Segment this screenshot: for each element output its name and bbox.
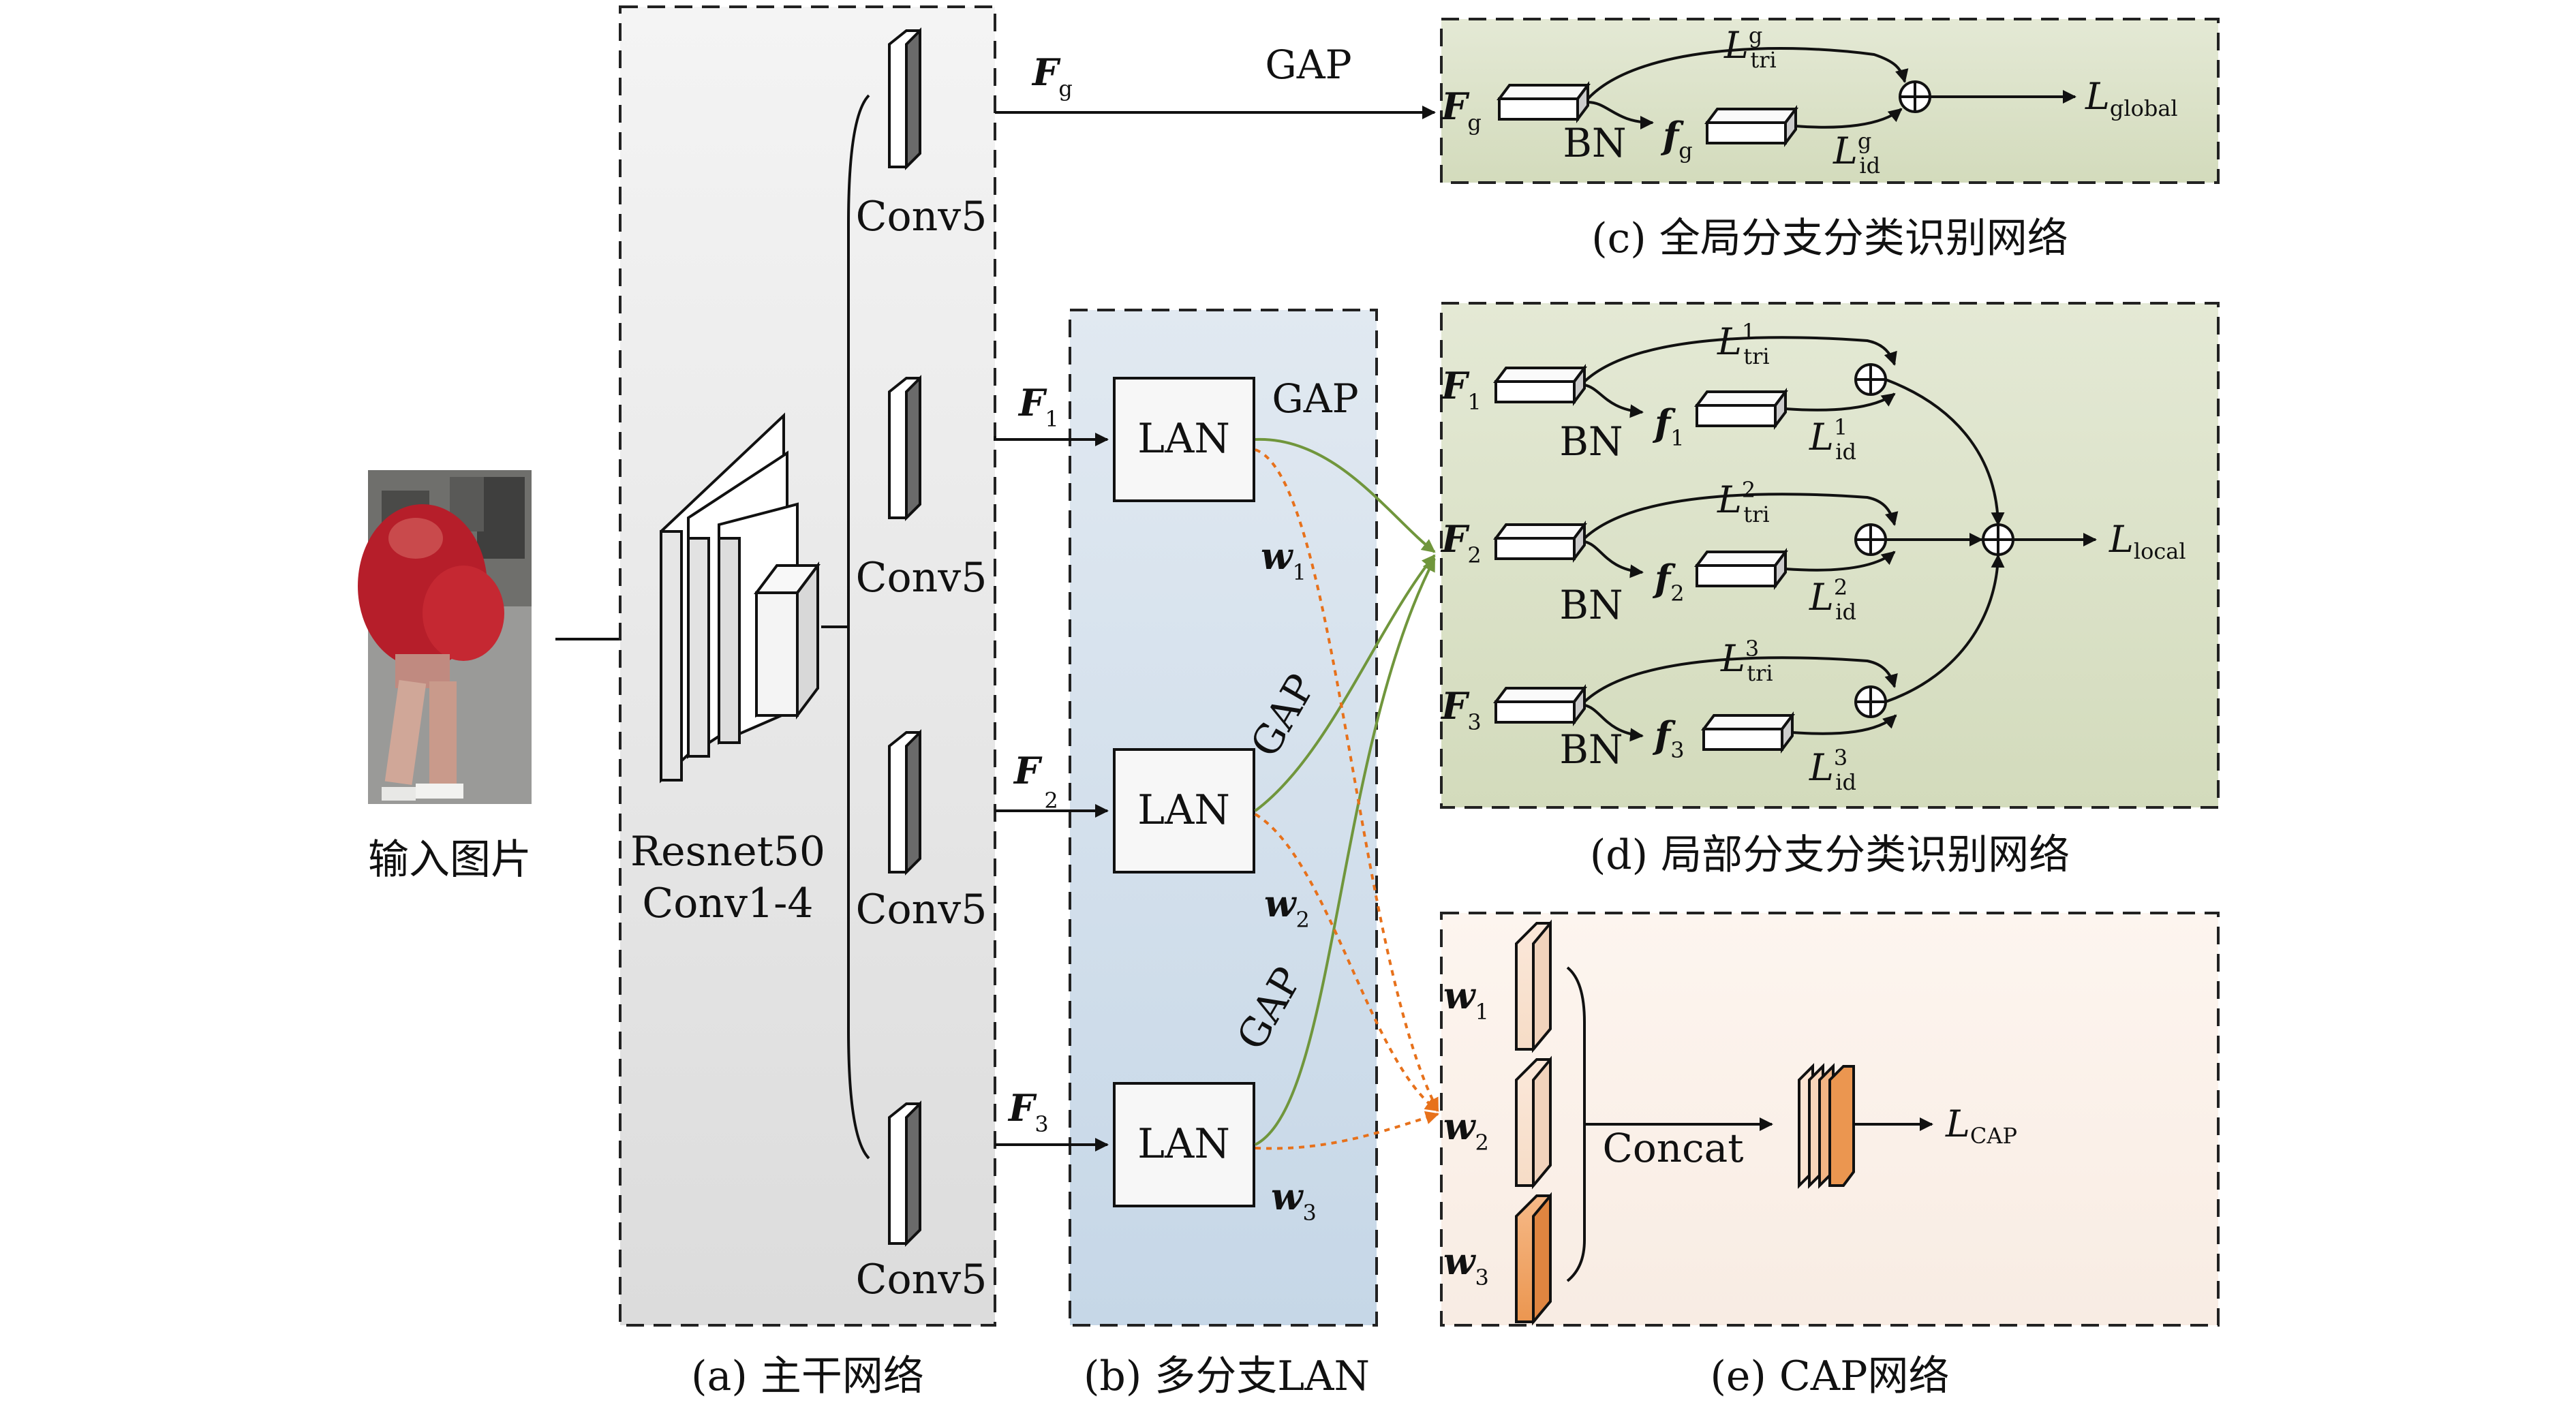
local-sum-icon-2 — [1854, 523, 1887, 556]
local-bn-arrow-1 — [1584, 384, 1644, 418]
global-bn-block — [1704, 105, 1798, 147]
resnet-label-1: Resnet50 — [630, 828, 825, 876]
local-bn-block-2 — [1694, 548, 1788, 590]
local-agg-sum-icon — [1982, 523, 2014, 556]
conv5-slab-g — [888, 27, 921, 170]
local-id-arrow-1 — [1785, 392, 1896, 412]
local-bn-arrow-3 — [1584, 704, 1644, 742]
global-sum-icon — [1899, 80, 1931, 113]
local-bn-label-2: BN — [1559, 582, 1623, 628]
local-f3-label: F3 — [1440, 684, 1482, 735]
conv5-label-3: Conv5 — [856, 1256, 987, 1303]
orange-arrow-3 — [1255, 1111, 1439, 1150]
local-agg-arrow-1 — [1885, 378, 2005, 526]
weight-w2-label: w2 — [1264, 882, 1310, 933]
conv5-label-2: Conv5 — [856, 886, 987, 933]
local-feature-block-3 — [1493, 684, 1587, 726]
local-sum-icon-1 — [1854, 363, 1887, 396]
local-f1-label: F1 — [1440, 364, 1482, 415]
cap-concat-brace — [1566, 966, 1586, 1282]
conv5-slab-1 — [888, 375, 921, 521]
local-tri-arrow-1 — [1583, 336, 1897, 383]
global-id-arrow — [1795, 108, 1903, 129]
lan-label-3: LAN — [1137, 1120, 1230, 1168]
conv5-slab-2 — [888, 729, 921, 876]
cap-loss-label: LCAP — [1945, 1102, 2017, 1149]
global-loss-label: Lglobal — [2085, 75, 2178, 121]
lan-caption: (b) 多分支LAN — [1084, 1352, 1370, 1400]
weight-w3-label: w3 — [1271, 1175, 1317, 1226]
local-net-caption: (d) 局部分支分类识别网络 — [1590, 831, 2070, 879]
orange-arrow-2 — [1254, 813, 1439, 1112]
global-bn-label: BN — [1563, 120, 1626, 166]
local-feature-block-1 — [1493, 364, 1587, 406]
local-bn-block-1 — [1694, 388, 1788, 430]
orange-arrow-1 — [1255, 448, 1439, 1112]
lan-label-2: LAN — [1137, 786, 1230, 834]
input-label: 输入图片 — [368, 836, 532, 884]
local-f2-label: F2 — [1440, 517, 1482, 568]
conv5-label-1: Conv5 — [856, 554, 987, 602]
feature-fg-label: Fg — [1031, 50, 1073, 102]
backbone-brace — [847, 94, 870, 1160]
cap-w2-label: w2 — [1443, 1104, 1489, 1156]
conv5-slab-3 — [888, 1100, 921, 1247]
local-tri-arrow-2 — [1583, 493, 1899, 540]
resnet-block-stack — [660, 412, 821, 784]
cap-weight-slab-2 — [1515, 1055, 1552, 1190]
local-loss-label: Llocal — [2109, 518, 2186, 564]
branch1-connector — [994, 433, 1109, 446]
cap-concat-block — [1798, 1063, 1855, 1189]
conv5-label-g: Conv5 — [856, 193, 987, 241]
cap-w3-label: w3 — [1443, 1239, 1489, 1290]
global-to-bn-arrow — [1587, 101, 1654, 129]
feature-f1-label: F1 — [1017, 381, 1059, 432]
cap-weight-slab-3 — [1515, 1192, 1552, 1326]
local-bn-label-3: BN — [1559, 726, 1623, 773]
weight-w1-label: w1 — [1261, 534, 1306, 585]
cap-concat-label: Concat — [1602, 1125, 1743, 1171]
green-arrow-3 — [1255, 557, 1436, 1146]
green-arrow-2 — [1254, 554, 1436, 812]
local-bn-block-3 — [1701, 711, 1795, 754]
local-id-arrow-2 — [1785, 551, 1896, 572]
cap-w1-label: w1 — [1443, 974, 1489, 1025]
cap-weight-slab-1 — [1515, 919, 1552, 1053]
resnet-label-2: Conv1-4 — [642, 880, 813, 927]
global-feature-block — [1497, 81, 1591, 123]
global-net-caption: (c) 全局分支分类识别网络 — [1591, 215, 2068, 262]
feature-f2-label: F2 — [1013, 749, 1058, 814]
local-tri-arrow-3 — [1583, 656, 1898, 703]
green-arrow-1 — [1255, 437, 1436, 553]
backbone-caption: (a) 主干网络 — [691, 1352, 924, 1400]
local-bn-label-1: BN — [1559, 418, 1623, 465]
global-tri-arrow — [1586, 47, 1909, 100]
input-image — [358, 470, 532, 804]
feature-f3-label: F3 — [1007, 1086, 1049, 1137]
lan-box-1 — [1113, 377, 1255, 502]
cap-net-caption: (e) CAP网络 — [1710, 1352, 1949, 1400]
gap-label-1: GAP — [1272, 375, 1358, 422]
local-agg-arrow-3 — [1885, 554, 2005, 703]
local-feature-block-2 — [1493, 521, 1587, 563]
lan-box-3 — [1113, 1082, 1255, 1207]
local-bn-arrow-2 — [1584, 540, 1644, 578]
lan-box-2 — [1113, 748, 1255, 873]
global-gap-label: GAP — [1265, 42, 1351, 88]
lan-label-1: LAN — [1137, 415, 1230, 463]
local-id-arrow-3 — [1792, 714, 1897, 735]
global-fg-label: Fg — [1440, 84, 1482, 136]
local-sum-icon-3 — [1854, 685, 1887, 718]
